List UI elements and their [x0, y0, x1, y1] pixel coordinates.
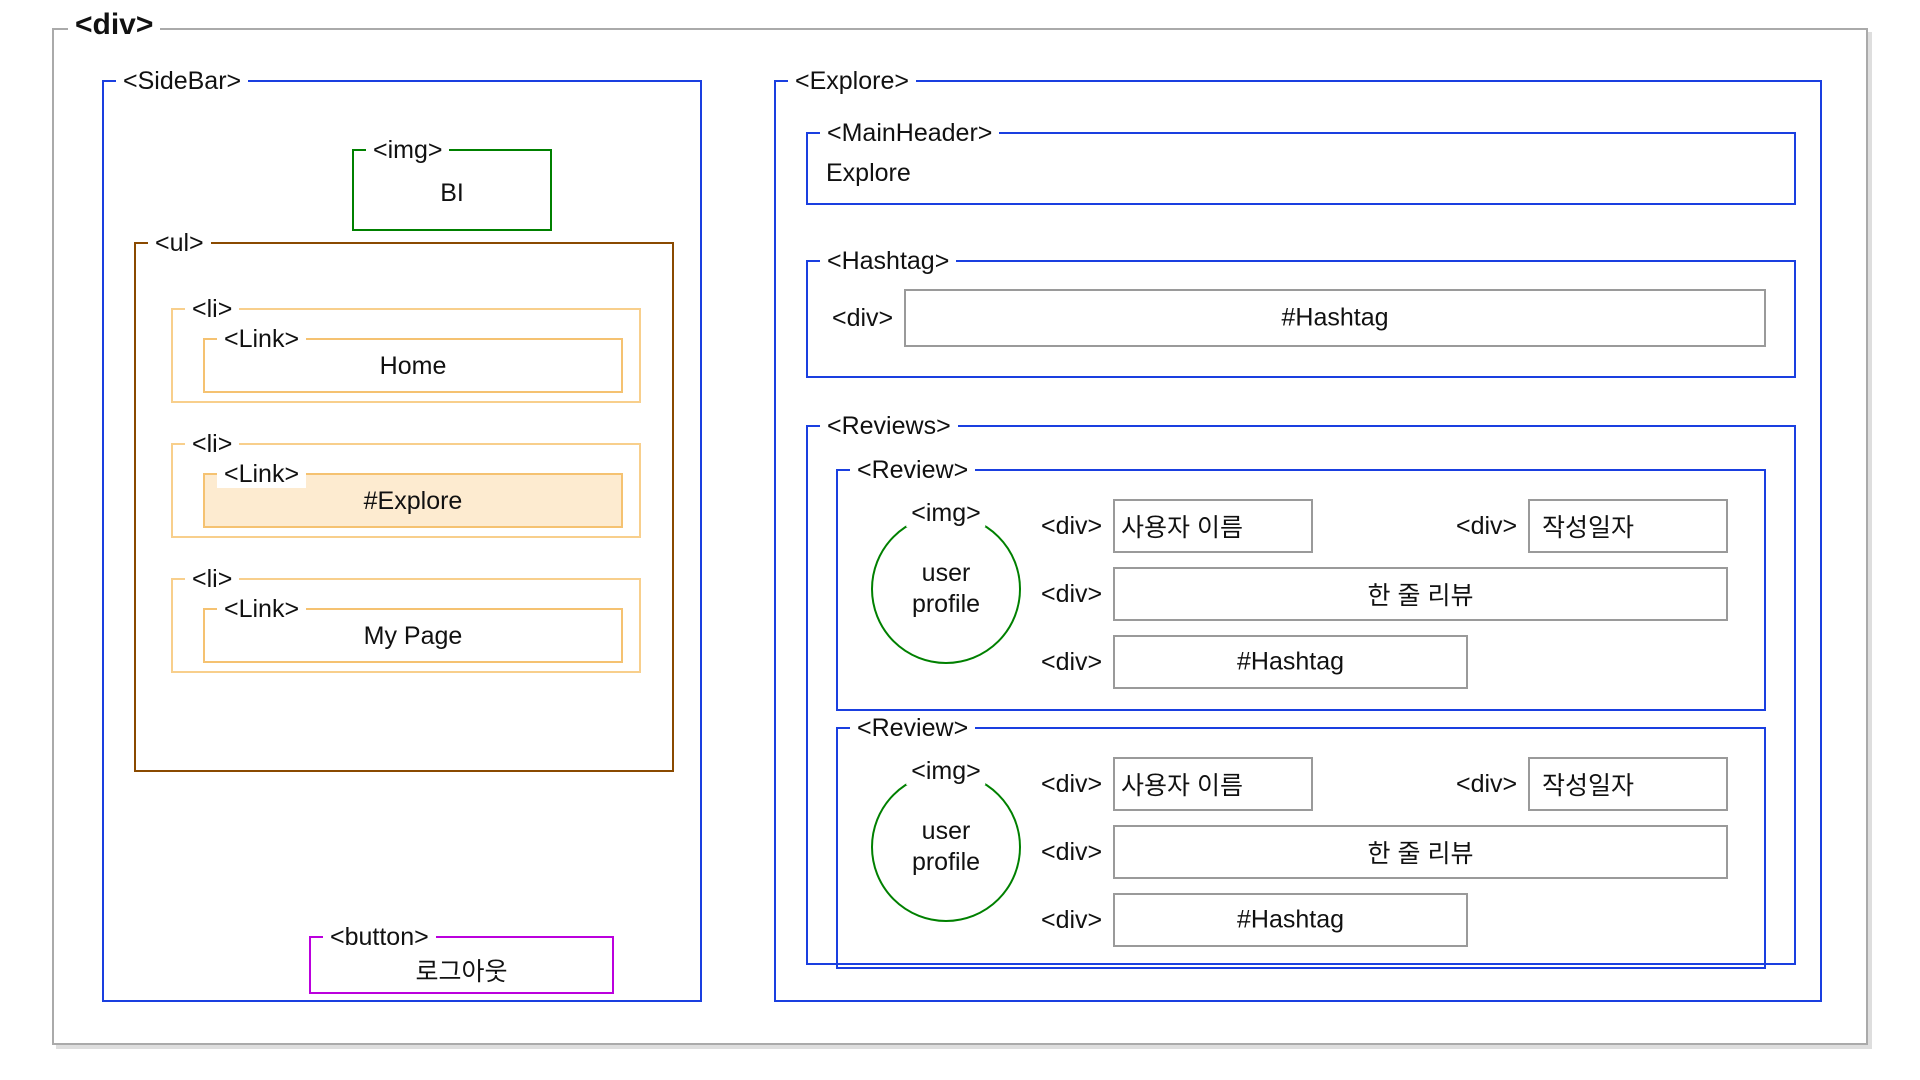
img-tag-label: <img>	[366, 136, 450, 164]
div-tag-label: <div>	[828, 302, 900, 334]
review-hashtag-text: #Hashtag	[1236, 905, 1345, 934]
review-body-field: <div> 한 줄 리뷰	[1037, 567, 1728, 621]
root-div-container: <div> <SideBar> <img> BI <ul> <li> <Link…	[52, 10, 1868, 1045]
avatar-line-1: user	[921, 817, 971, 845]
img-tag-label: <img>	[906, 757, 986, 785]
review-created-date-text: 작성일자	[1542, 772, 1635, 800]
link-tag-label: <Link>	[217, 325, 307, 353]
nav-list-item-explore: <li> <Link> #Explore	[171, 430, 641, 538]
review-hashtag-text: #Hashtag	[1236, 647, 1345, 676]
review-created-date-field: <div> 작성일자	[1452, 499, 1728, 553]
div-tag-label: <div>	[1037, 646, 1109, 678]
review-hashtag-field[interactable]: <div> #Hashtag	[1037, 635, 1468, 689]
div-tag-label: <div>	[1037, 836, 1109, 868]
review-tag-label: <Review>	[850, 714, 976, 742]
avatar-line-2: profile	[911, 848, 981, 876]
reviews-tag-label: <Reviews>	[820, 412, 958, 440]
sidebar-tag-label: <SideBar>	[116, 67, 249, 95]
div-tag-label: <div>	[1037, 904, 1109, 936]
hashtag-tag-label: <Hashtag>	[820, 247, 957, 275]
div-tag-label: <div>	[1037, 578, 1109, 610]
ul-tag-label: <ul>	[148, 229, 211, 257]
sidebar-link-explore[interactable]: <Link> #Explore	[203, 460, 623, 528]
div-tag-label: <div>	[1452, 768, 1524, 800]
review-created-date-text: 작성일자	[1542, 514, 1635, 542]
nav-list-container: <ul> <li> <Link> Home <li> <Link> #Explo…	[134, 229, 674, 772]
div-tag-label: <div>	[1037, 768, 1109, 800]
brand-logo-image: <img> BI	[352, 136, 552, 231]
review-body-field: <div> 한 줄 리뷰	[1037, 825, 1728, 879]
sidebar-container: <SideBar> <img> BI <ul> <li> <Link> Home…	[102, 67, 702, 1002]
img-tag-label: <img>	[906, 499, 986, 527]
link-tag-label: <Link>	[217, 595, 307, 623]
button-tag-label: <button>	[323, 923, 436, 951]
user-profile-avatar: <img> user profile	[871, 499, 1021, 664]
hashtag-section-container: <Hashtag> <div> #Hashtag	[806, 247, 1796, 378]
div-tag-label: <div>	[1452, 510, 1524, 542]
review-tag-label: <Review>	[850, 456, 976, 484]
li-tag-label: <li>	[185, 295, 240, 323]
review-user-name-field: <div> 사용자 이름	[1037, 499, 1313, 553]
explore-container: <Explore> <MainHeader> Explore <Hashtag>…	[774, 67, 1822, 1002]
review-hashtag-field[interactable]: <div> #Hashtag	[1037, 893, 1468, 947]
sidebar-link-my-page-label: My Page	[363, 622, 463, 650]
review-created-date-field: <div> 작성일자	[1452, 757, 1728, 811]
review-user-name-text: 사용자 이름	[1121, 514, 1243, 542]
review-user-name-field: <div> 사용자 이름	[1037, 757, 1313, 811]
reviews-section-container: <Reviews> <Review> <img> user profile <di…	[806, 412, 1796, 969]
main-header-container: <MainHeader> Explore	[806, 119, 1796, 205]
page-title: Explore	[826, 159, 911, 187]
main-header-tag-label: <MainHeader>	[820, 119, 1000, 147]
avatar-line-2: profile	[911, 590, 981, 618]
user-profile-avatar-text: user profile	[873, 558, 1019, 620]
review-body-text: 한 줄 리뷰	[1367, 582, 1474, 610]
sidebar-link-home[interactable]: <Link> Home	[203, 325, 623, 393]
sidebar-link-explore-label: #Explore	[363, 487, 463, 515]
link-tag-label: <Link>	[217, 460, 307, 488]
user-profile-avatar: <img> user profile	[871, 757, 1021, 922]
logout-button-label: 로그아웃	[415, 958, 508, 986]
hashtag-filter-text: #Hashtag	[1281, 303, 1389, 332]
brand-logo-text: BI	[440, 179, 464, 207]
user-profile-avatar-text: user profile	[873, 816, 1019, 878]
explore-tag-label: <Explore>	[788, 67, 916, 95]
logout-button[interactable]: <button> 로그아웃	[309, 923, 614, 994]
div-tag-label: <div>	[1037, 510, 1109, 542]
nav-list-item-home: <li> <Link> Home	[171, 295, 641, 403]
avatar-line-1: user	[921, 559, 971, 587]
hashtag-filter-bar[interactable]: <div> #Hashtag	[828, 289, 1766, 347]
root-div-tag-label: <div>	[68, 10, 161, 40]
li-tag-label: <li>	[185, 565, 240, 593]
li-tag-label: <li>	[185, 430, 240, 458]
review-user-name-text: 사용자 이름	[1121, 772, 1243, 800]
review-body-text: 한 줄 리뷰	[1367, 840, 1474, 868]
sidebar-link-my-page[interactable]: <Link> My Page	[203, 595, 623, 663]
sidebar-link-home-label: Home	[379, 352, 447, 380]
nav-list-item-my-page: <li> <Link> My Page	[171, 565, 641, 673]
